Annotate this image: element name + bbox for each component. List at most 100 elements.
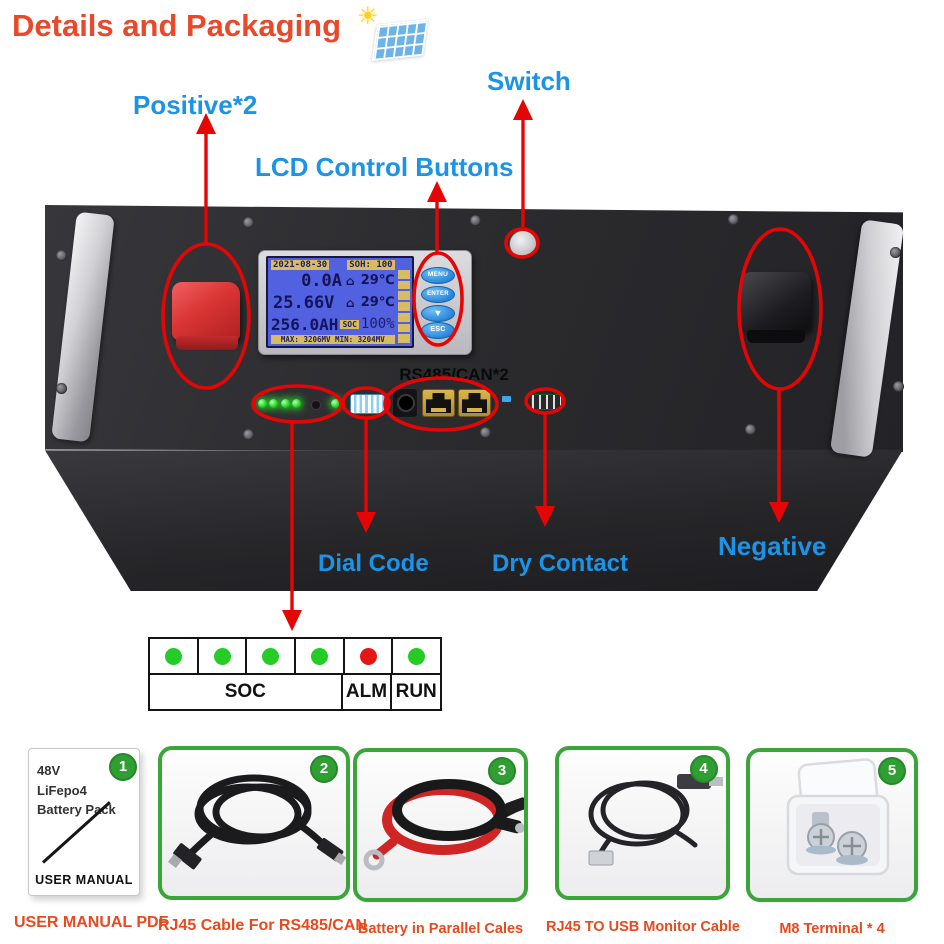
lcd-menu-button: MENU [421, 267, 455, 284]
label-dry-contact: Dry Contact [492, 550, 629, 577]
legend-dot-cell [345, 639, 394, 673]
caption-1: USER MANUAL PDF [14, 914, 169, 931]
legend-dot-cell [393, 639, 440, 673]
soc-dot [213, 647, 231, 665]
arrow-lcd-head [427, 181, 447, 202]
lcd-temp2: 29℃ [360, 295, 395, 310]
rj45-port-1 [422, 389, 455, 417]
arrow-switch-head [513, 99, 533, 120]
lcd-soh: SOH: 100 [347, 260, 395, 270]
screw [243, 429, 254, 440]
power-switch [509, 230, 537, 258]
screw [243, 217, 254, 228]
usb-cable-image [588, 774, 723, 866]
house-icon: ⌂ [346, 295, 355, 310]
item-number-badge: 5 [878, 757, 906, 785]
status-led [331, 399, 340, 408]
rj45-cable-image [167, 774, 346, 870]
negative-terminal [741, 272, 811, 332]
m8-terminal-box: 5 [746, 748, 918, 902]
lcd-voltage-value: 25.66V [273, 292, 335, 313]
callout-switch: Switch [487, 66, 571, 96]
item-number-badge: 3 [488, 757, 516, 785]
packaging-item-5: 5 M8 Terminal * 4 [746, 748, 918, 937]
lcd-capacity-value: 256.0AH [271, 314, 339, 334]
label-rs485: RS485/CAN*2 [399, 365, 509, 384]
run-dot [408, 647, 426, 665]
status-led [281, 399, 290, 408]
rj45-cable-box: 2 [158, 746, 350, 900]
packaging-item-4: 4 RJ45 TO USB Monitor Cable [546, 746, 740, 935]
parallel-cables-image [363, 779, 524, 871]
screw [470, 215, 481, 226]
lcd-voltage-row: 25.66V ⌂ 29℃ [271, 292, 395, 314]
caption-4: RJ45 TO USB Monitor Cable [546, 919, 740, 935]
screw [56, 383, 67, 394]
item-number-badge: 4 [689, 755, 718, 783]
battery-bottom-face [45, 449, 903, 591]
user-manual-card: 1 48V LiFepo4 Battery Pack USER MANUAL [28, 748, 140, 896]
usb-cable-box: 4 [554, 746, 730, 900]
soc-dot [310, 647, 328, 665]
status-led [269, 399, 278, 408]
rj45-port-2 [458, 389, 491, 417]
lcd-esc-button: ESC [421, 322, 455, 339]
lcd-screen: 2021-08-30 SOH: 100 0.0A ⌂ 29℃ 25.66V ⌂ … [266, 256, 414, 348]
blue-indicator [502, 396, 511, 402]
lcd-enter-button: ENTER [421, 286, 455, 303]
lcd-date: 2021-08-30 [271, 260, 330, 270]
caption-2: RJ45 Cable For RS485/CAN [158, 917, 367, 934]
legend-run-label: RUN [395, 681, 437, 702]
dry-contact-block [531, 394, 562, 410]
manual-line2: LiFepo4 [37, 782, 87, 798]
screw [480, 427, 491, 438]
screw [56, 250, 67, 261]
label-negative: Negative [718, 531, 827, 561]
caption-5: M8 Terminal * 4 [779, 921, 885, 937]
negative-terminal-base [747, 330, 805, 343]
rj45-pins [466, 408, 483, 412]
legend-label-row: SOC ALM RUN [150, 675, 440, 709]
house-icon: ⌂ [346, 273, 355, 288]
caption-3: Battery in Parallel Cales [357, 921, 524, 937]
parallel-cables-box: 3 [353, 748, 528, 902]
soc-dot [164, 647, 182, 665]
m8-terminal-image [786, 758, 890, 876]
screw [728, 214, 739, 225]
lcd-current-value: 0.0A [301, 270, 343, 291]
lcd-soc-value: 100% [360, 316, 395, 333]
callout-positive: Positive*2 [133, 90, 258, 120]
callout-lcd-buttons: LCD Control Buttons [255, 152, 514, 182]
manual-line3: Battery Pack [37, 802, 116, 817]
lcd-current-row: 0.0A ⌂ 29℃ [271, 270, 395, 292]
dip-switch [350, 394, 385, 414]
manual-line1: 48V [37, 763, 61, 778]
sun-icon: ☀ [357, 3, 379, 30]
lcd-temp1: 29℃ [360, 273, 395, 289]
legend-dot-cell [150, 639, 199, 673]
manual-footer: USER MANUAL [35, 873, 133, 887]
alm-dot [359, 647, 377, 665]
round-port [392, 388, 418, 418]
lcd-content: 2021-08-30 SOH: 100 0.0A ⌂ 29℃ 25.66V ⌂ … [268, 258, 397, 346]
legend-soc-label: SOC [150, 675, 343, 709]
packaging-item-3: 3 Battery in Parallel Cales [353, 748, 528, 937]
packaging-item-2: 2 RJ45 Cable For RS485/CAN [158, 746, 367, 935]
legend-dot-cell [199, 639, 248, 673]
lcd-status-row: 2021-08-30 SOH: 100 [271, 260, 395, 270]
rj45-pins [430, 408, 447, 412]
status-led [311, 400, 321, 410]
item-number-badge: 2 [310, 755, 338, 783]
screw [893, 381, 904, 392]
soc-dot [262, 647, 280, 665]
lcd-minmax: MAX: 3206MV MIN: 3204MV [271, 335, 395, 345]
solar-panel-icon [371, 18, 429, 62]
status-led [292, 399, 301, 408]
round-port-hole [397, 394, 415, 412]
positive-terminal [172, 282, 240, 340]
status-led [258, 399, 267, 408]
packaging-item-1: 1 48V LiFepo4 Battery Pack USER MANUAL U… [14, 748, 169, 932]
led-legend-table: SOC ALM RUN [148, 637, 442, 711]
lcd-down-button: ▼ [421, 305, 455, 322]
